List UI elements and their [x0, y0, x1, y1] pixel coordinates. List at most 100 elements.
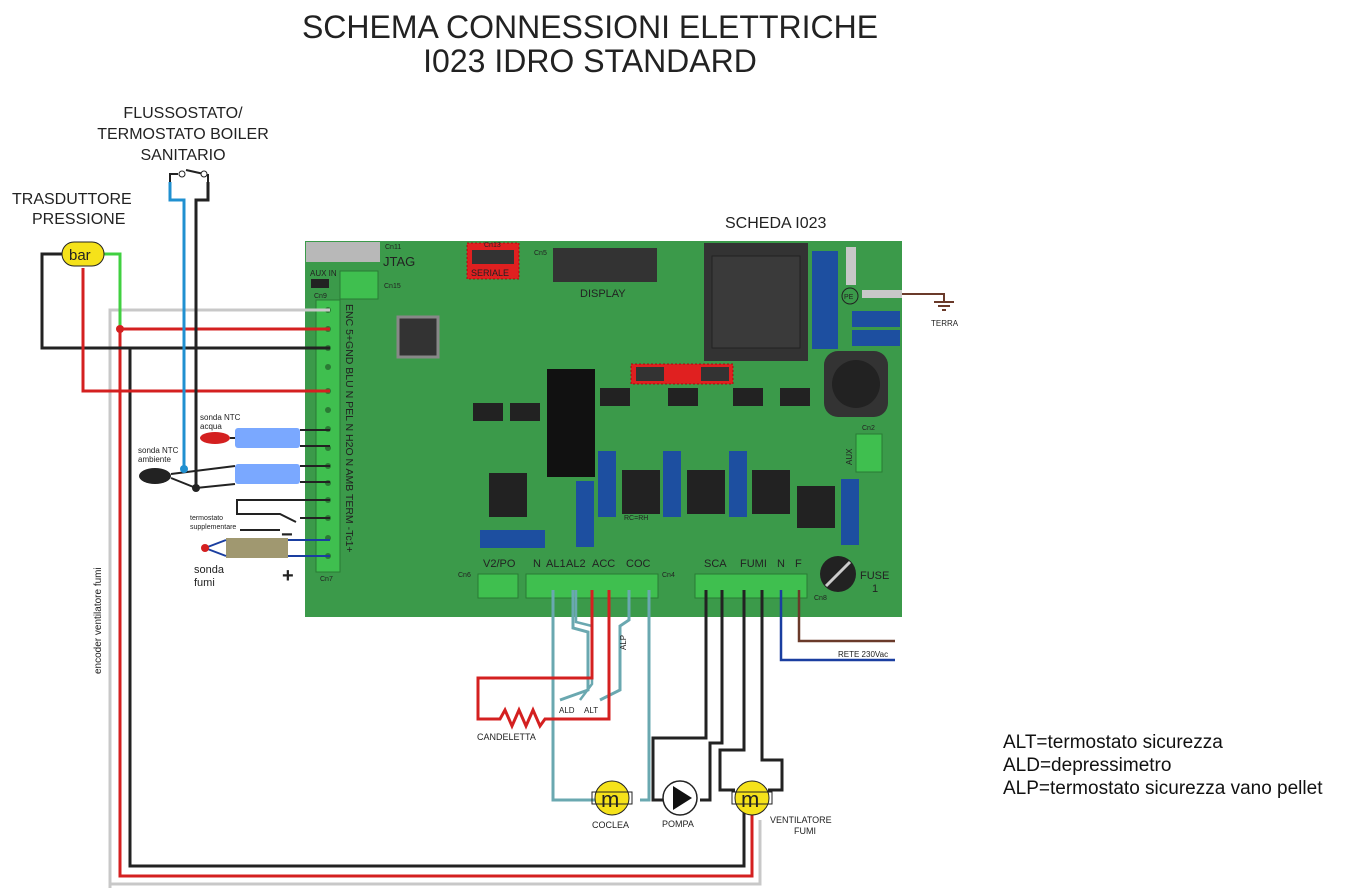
wire-red-loop	[118, 327, 754, 878]
minus-sign: −	[281, 524, 293, 546]
terra-label: TERRA	[931, 319, 959, 328]
title-line-1: SCHEMA CONNESSIONI ELETTRICHE	[302, 9, 878, 45]
capacitor-7	[663, 451, 681, 517]
aux-in-jumper	[311, 279, 329, 288]
v2po-label: V2/PO	[483, 558, 516, 570]
cn2-label: Cn2	[862, 425, 875, 432]
coclea-motor-shaft	[591, 791, 633, 805]
relay-2	[687, 470, 725, 514]
trasduttore-label-1: TRASDUTTORE	[12, 191, 132, 208]
jtag-header	[306, 242, 380, 262]
fuse-label: FUSE	[860, 570, 889, 582]
fumi-label: FUMI	[740, 558, 767, 570]
seriale-socket	[472, 250, 514, 264]
jtag-label: JTAG	[383, 254, 415, 269]
wire-bar-black	[40, 252, 330, 350]
title-line-2: I023 IDRO STANDARD	[423, 43, 757, 79]
power-module	[547, 369, 595, 477]
trasduttore-bar-sensor	[61, 241, 105, 267]
sca-label: SCA	[704, 558, 727, 570]
scheda-label: SCHEDA I023	[725, 215, 826, 232]
aux-label: AUX	[845, 448, 854, 465]
wire-encoder-gray	[108, 308, 762, 888]
termostato-supp-label-1: termostato	[190, 515, 223, 522]
cn4-label: Cn4	[662, 572, 675, 579]
wire-black-sca	[651, 590, 708, 802]
triac-3	[600, 388, 630, 406]
wire-black-fumi	[718, 590, 746, 792]
pe-terminal	[841, 287, 859, 305]
ntc-acqua-probe	[200, 432, 230, 444]
sonda-fumi-label-2: fumi	[194, 577, 215, 589]
capacitor-4	[480, 530, 545, 548]
rete-label: RETE 230Vac	[838, 650, 888, 659]
termostato-supp-label-2: supplementare	[190, 524, 236, 531]
vertical-terminal-labels: ENC 5+GND BLU N PEL N H2O N AMB TERM -Tc…	[343, 304, 355, 553]
termostato-supp-wires	[236, 499, 330, 531]
cn6-label: Cn6	[458, 572, 471, 579]
capacitor-9	[841, 479, 859, 545]
n1-label: N	[533, 558, 541, 570]
plus-sign: +	[282, 565, 294, 587]
wire-flux-black	[194, 182, 210, 488]
triac-6	[780, 388, 810, 406]
encoder-label: encoder ventilatore fumi	[93, 567, 104, 674]
alt-label: ALT	[584, 706, 598, 715]
ventilatore-label-2: FUMI	[794, 826, 816, 836]
candeletta-label: CANDELETTA	[477, 732, 536, 742]
relay-small	[489, 473, 527, 517]
acc-label: ACC	[592, 558, 615, 570]
junction-black	[192, 484, 200, 492]
cn13-label: Cn13	[484, 242, 501, 249]
sonda-fumi-wires	[204, 539, 330, 557]
ntc-acqua-label-1: sonda NTC	[200, 413, 241, 422]
cn8-terminal	[694, 573, 808, 599]
sonda-fumi-label-1: sonda	[194, 564, 225, 576]
display-label: DISPLAY	[580, 288, 626, 300]
al2-label: AL2	[566, 558, 586, 570]
ventilatore-motor-shaft	[731, 791, 773, 805]
triac-1	[473, 403, 503, 421]
coclea-label: COCLEA	[592, 820, 629, 830]
legend-alt: ALT=termostato sicurezza	[1003, 732, 1223, 753]
rete-blue-wire	[779, 590, 895, 662]
ntc-ambiente-sleeve	[235, 464, 300, 484]
junction-red	[116, 325, 124, 333]
triac-4	[668, 388, 698, 406]
pe-bar-vertical	[846, 247, 856, 285]
terra-wire	[902, 293, 954, 311]
cn8-label: Cn8	[814, 595, 827, 602]
cn15-terminal	[339, 270, 379, 300]
sonda-fumi-tip	[201, 544, 209, 552]
ntc-ambiente-label-1: sonda NTC	[138, 446, 179, 455]
wire-bar-red	[81, 268, 330, 393]
capacitor-3	[852, 330, 900, 346]
cn7-terminal-strip	[315, 299, 341, 573]
wire-bar-green	[104, 252, 122, 329]
cn6-terminal	[477, 573, 519, 599]
junction-blue	[180, 465, 188, 473]
capacitor-1	[812, 251, 838, 349]
jumper-left	[636, 367, 664, 381]
pompa-label: POMPA	[662, 819, 694, 829]
legend-ald: ALD=depressimetro	[1003, 755, 1171, 776]
inductor-coil	[832, 360, 880, 408]
n2-label: N	[777, 558, 785, 570]
pompa-play-icon	[673, 786, 692, 810]
triac-2	[510, 403, 540, 421]
pe-bar-horizontal	[862, 290, 902, 298]
rete-brown-wire	[797, 590, 895, 643]
capacitor-2	[852, 311, 900, 327]
capacitor-6	[598, 451, 616, 517]
relay-4	[797, 486, 835, 528]
triac-5	[733, 388, 763, 406]
switch-contact-1	[178, 170, 186, 178]
aux-in-label: AUX IN	[310, 269, 337, 278]
flussostato-label-1: FLUSSOSTATO/	[123, 105, 243, 122]
seriale-label: SERIALE	[471, 268, 509, 278]
transformer-core	[711, 255, 801, 349]
capacitor-8	[729, 451, 747, 517]
bar-label: bar	[69, 247, 91, 264]
ventilatore-motor	[734, 780, 770, 816]
